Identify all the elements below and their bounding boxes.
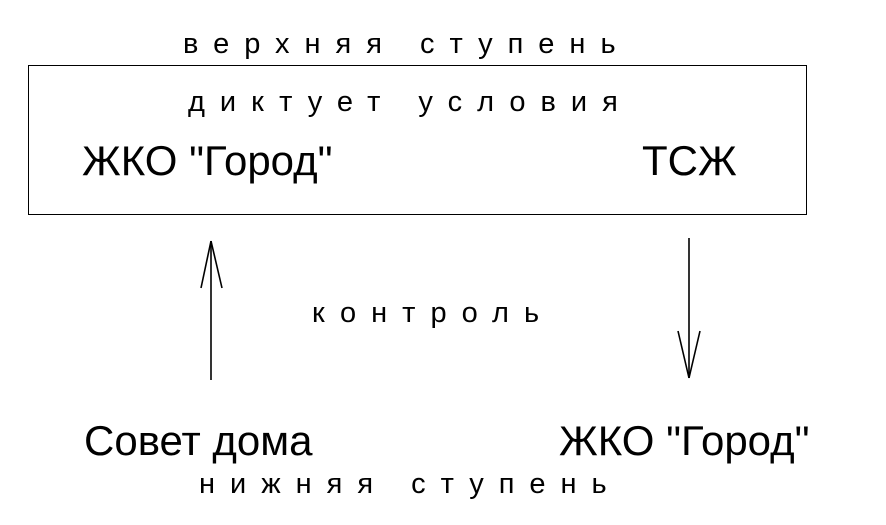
- dictates-conditions-label: диктует условия: [188, 86, 633, 118]
- upper-level-box: [28, 65, 807, 215]
- lower-right-entity-label: ЖКО "Город": [559, 417, 810, 464]
- upper-left-entity-label: ЖКО "Город": [82, 137, 333, 184]
- upper-right-entity-label: ТСЖ: [642, 137, 737, 184]
- lower-level-caption: нижняя ступень: [199, 468, 622, 500]
- up-arrow: [200, 240, 223, 380]
- upper-level-caption: верхняя ступень: [183, 28, 631, 60]
- down-arrow: [677, 238, 701, 379]
- control-label: контроль: [312, 297, 555, 329]
- lower-left-entity-label: Совет дома: [84, 417, 313, 464]
